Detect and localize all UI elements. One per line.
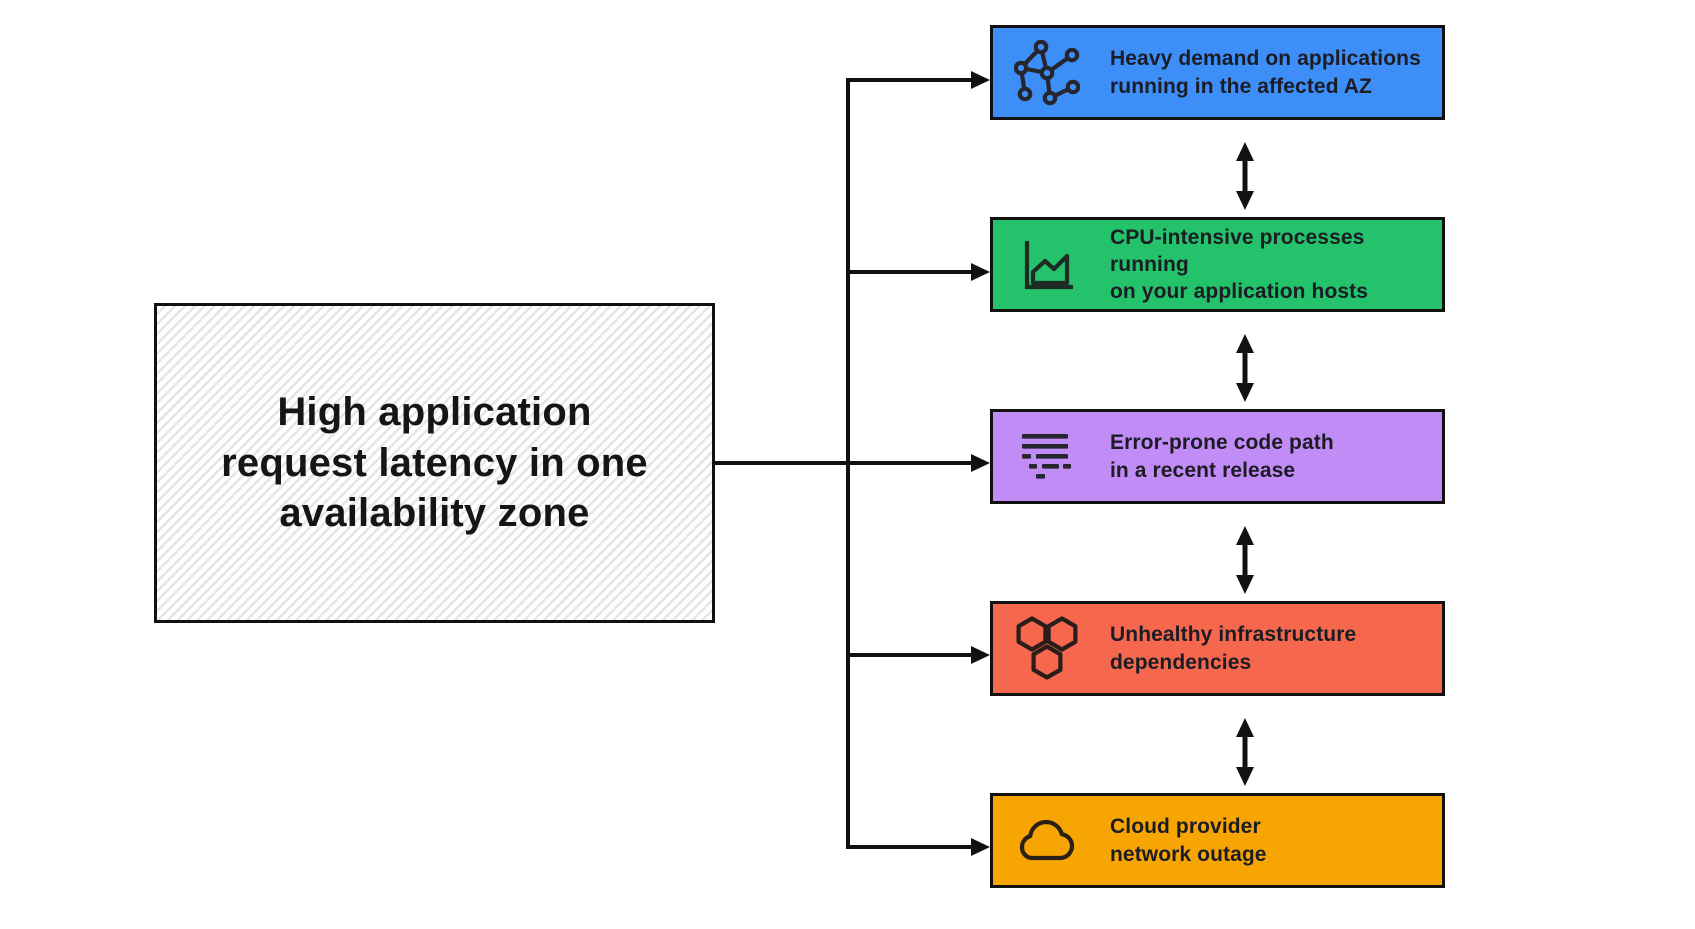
hexagons-icon [1016, 615, 1078, 680]
network-graph-icon [1014, 39, 1080, 105]
cause-label: Unhealthy infrastructure dependencies [1110, 623, 1357, 674]
cause-box-cpu-intensive: CPU-intensive processes running on your … [990, 217, 1445, 312]
double-arrow-1-2 [1236, 142, 1254, 210]
arrowhead-4 [971, 646, 990, 664]
cause-label: Cloud provider network outage [1110, 815, 1267, 866]
arrowhead-1 [971, 71, 990, 89]
arrowhead-2 [971, 263, 990, 281]
cause-box-unhealthy-dependencies: Unhealthy infrastructure dependencies [990, 601, 1445, 696]
double-arrow-3-4 [1236, 526, 1254, 594]
root-cause-label: High application request latency in one … [221, 389, 648, 536]
cause-box-error-prone-code: Error-prone code path in a recent releas… [990, 409, 1445, 504]
double-arrow-4-5 [1236, 718, 1254, 786]
line-chart-icon [1024, 240, 1073, 289]
arrowhead-5 [971, 838, 990, 856]
cloud-icon [1019, 819, 1075, 860]
arrowhead-3 [971, 454, 990, 472]
cause-label: CPU-intensive processes running on your … [1110, 225, 1369, 304]
log-lines-icon [1022, 433, 1071, 479]
cause-label: Heavy demand on applications running in … [1110, 47, 1421, 98]
double-arrow-2-3 [1236, 334, 1254, 402]
root-cause-box: High application request latency in one … [154, 303, 715, 623]
cause-label: Error-prone code path in a recent releas… [1110, 431, 1334, 482]
cause-box-heavy-demand: Heavy demand on applications running in … [990, 25, 1445, 120]
cause-box-cloud-outage: Cloud provider network outage [990, 793, 1445, 888]
